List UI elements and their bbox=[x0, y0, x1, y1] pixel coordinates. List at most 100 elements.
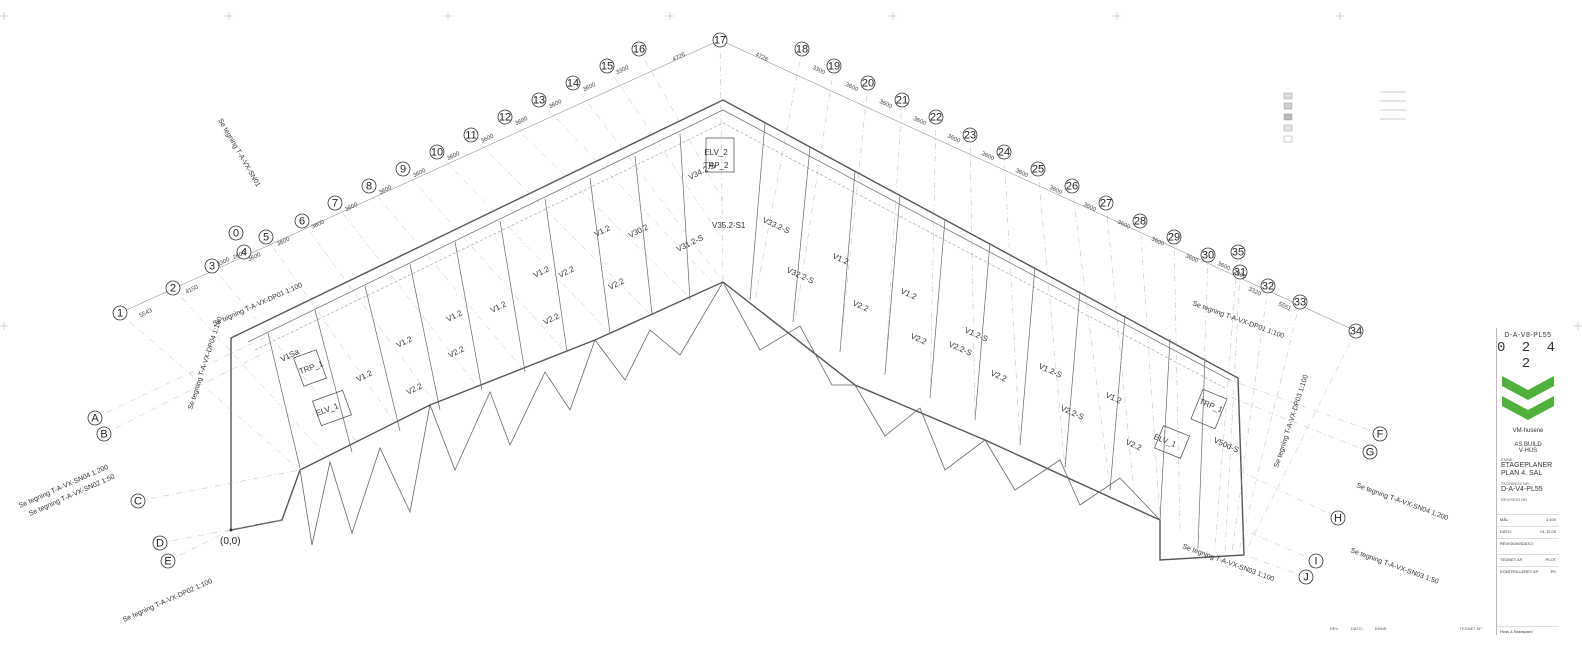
svg-text:5: 5 bbox=[263, 232, 269, 244]
svg-text:21: 21 bbox=[896, 95, 908, 107]
firm-row: Hvas & Bradspard bbox=[1497, 626, 1559, 634]
grid-dimension: 3600 bbox=[311, 219, 326, 231]
svg-text:27: 27 bbox=[1100, 198, 1112, 210]
grid-bubble-G: G bbox=[1362, 444, 1378, 460]
svg-text:24: 24 bbox=[998, 147, 1010, 159]
kontrol-row: KONTROLLERET AF: PK bbox=[1497, 566, 1559, 574]
unit-label: V2.2-S bbox=[947, 340, 973, 358]
grid-dimension: 3600 bbox=[1014, 168, 1029, 180]
svg-text:J: J bbox=[1303, 572, 1309, 584]
grid-bubble-6: 6 bbox=[294, 213, 310, 229]
unit-label: V30.2 bbox=[627, 222, 650, 239]
svg-text:1: 1 bbox=[117, 308, 123, 320]
grid-dimension: 3600 bbox=[276, 236, 291, 248]
grid-bubble-5: 5 bbox=[258, 229, 274, 245]
grid-dimension: 4150 bbox=[185, 284, 200, 296]
svg-text:14: 14 bbox=[567, 78, 579, 90]
svg-text:D: D bbox=[156, 538, 164, 550]
grid-bubble-16: 16 bbox=[631, 41, 647, 57]
grid-bubble-F: F bbox=[1372, 426, 1388, 442]
svg-text:19: 19 bbox=[828, 61, 840, 73]
origin-marker bbox=[229, 528, 233, 532]
grid-bubble-12: 12 bbox=[497, 109, 513, 125]
grid-dimension: 3600 bbox=[582, 82, 597, 94]
svg-text:22: 22 bbox=[930, 112, 942, 124]
grid-bubble-34: 34 bbox=[1348, 323, 1364, 339]
section-reference: Se tegning T-A-VX-SN03 1:100 bbox=[1181, 543, 1275, 583]
grid-bubble-23: 23 bbox=[962, 127, 978, 143]
drawing-code: D-A-V8-PL55 bbox=[1504, 332, 1552, 339]
grid-dimension: 3600 bbox=[1048, 185, 1063, 197]
svg-text:C: C bbox=[134, 496, 142, 508]
tegnings-label: TEGNINGS NR.: bbox=[1501, 481, 1532, 486]
core-label: ELV_1 bbox=[315, 401, 341, 418]
emne-line-2: PLAN 4. SAL bbox=[1501, 470, 1543, 477]
grid-dimension: 3600 bbox=[412, 168, 427, 180]
unit-label: V1.2 bbox=[355, 368, 374, 384]
grid-bubble-7: 7 bbox=[327, 195, 343, 211]
grid-bubble-20: 20 bbox=[860, 75, 876, 91]
grid-dimension: 5543 bbox=[139, 308, 154, 320]
status-line-1: AS BUILD bbox=[1514, 442, 1542, 448]
svg-text:H: H bbox=[1334, 513, 1342, 525]
svg-text:13: 13 bbox=[533, 95, 545, 107]
unit-label: V1Sa bbox=[279, 347, 301, 364]
grid-bubble-28: 28 bbox=[1132, 213, 1148, 229]
emne-label: EMNE: bbox=[1501, 457, 1514, 462]
svg-text:7: 7 bbox=[332, 198, 338, 210]
svg-text:4: 4 bbox=[241, 247, 247, 259]
grid-bubble-24: 24 bbox=[996, 144, 1012, 160]
section-reference: Se tegning T-A-VX-SN03 1:50 bbox=[1349, 547, 1439, 586]
grid-dimension: 3600 bbox=[1150, 236, 1165, 248]
drawing-number: 0 2 4 2 bbox=[1497, 340, 1560, 372]
unit-label: V2.2 bbox=[989, 369, 1008, 384]
unit-label: V2.2 bbox=[909, 332, 928, 347]
maal-row: MÅL: 1:100 bbox=[1497, 514, 1559, 522]
unit-label: V1.2-S bbox=[1037, 362, 1063, 380]
svg-text:E: E bbox=[164, 556, 171, 568]
svg-text:0: 0 bbox=[233, 228, 239, 240]
core-label: TRP_2 bbox=[704, 161, 729, 170]
grid-bubbles-top: 1230456789101112131415161718192021222324… bbox=[112, 32, 1364, 339]
grid-bubble-A: A bbox=[87, 410, 103, 426]
svg-text:B: B bbox=[100, 429, 107, 441]
emne-line-1: ETAGEPLANER bbox=[1501, 462, 1553, 469]
section-reference: Se tegning T-A-VX-DP01 1:100 bbox=[212, 282, 304, 328]
unit-label: V31.2-S bbox=[675, 233, 705, 254]
unit-label: V1.2 bbox=[1104, 391, 1123, 406]
project-name: VM-husene bbox=[1512, 428, 1544, 434]
grid-dimension: 3600 bbox=[1116, 219, 1131, 231]
unit-label: V2.2 bbox=[1124, 438, 1143, 453]
grid-bubble-26: 26 bbox=[1064, 178, 1080, 194]
grid-bubble-0: 0 bbox=[228, 225, 244, 241]
svg-text:30: 30 bbox=[1202, 250, 1214, 262]
unit-label: V1.2 bbox=[395, 334, 414, 350]
unit-label: V1.2 bbox=[445, 308, 464, 324]
core-label: TRP_1 bbox=[1198, 397, 1225, 415]
svg-text:26: 26 bbox=[1066, 181, 1078, 193]
grid-dimension: 3320 bbox=[1247, 286, 1262, 298]
grid-dimension: 3600 bbox=[980, 151, 995, 163]
dato-row: DATO: 01.12.05 bbox=[1497, 526, 1559, 534]
svg-text:18: 18 bbox=[796, 44, 808, 56]
svg-text:17: 17 bbox=[714, 35, 726, 47]
svg-text:20: 20 bbox=[862, 78, 874, 90]
grid-lines bbox=[94, 39, 1381, 578]
grid-bubble-C: C bbox=[130, 493, 146, 509]
grid-bubble-B: B bbox=[96, 426, 112, 442]
grid-bubble-H: H bbox=[1330, 510, 1346, 526]
grid-bubble-9: 9 bbox=[395, 161, 411, 177]
section-reference: Se tegning T-A-VX-DP02 1:100 bbox=[122, 578, 214, 624]
grid-bubble-17: 17 bbox=[712, 32, 728, 48]
interior-walls-right bbox=[749, 122, 1206, 549]
grid-bubble-27: 27 bbox=[1098, 195, 1114, 211]
grid-bubble-13: 13 bbox=[531, 92, 547, 108]
grid-bubbles-left: AB C DE bbox=[87, 410, 176, 569]
grid-dimension: 3600 bbox=[912, 116, 927, 128]
grid-dimension: 3600 bbox=[378, 185, 393, 197]
svg-text:G: G bbox=[1366, 447, 1375, 459]
grid-bubble-32: 32 bbox=[1260, 278, 1276, 294]
unit-label: V32.2-S bbox=[785, 266, 815, 286]
